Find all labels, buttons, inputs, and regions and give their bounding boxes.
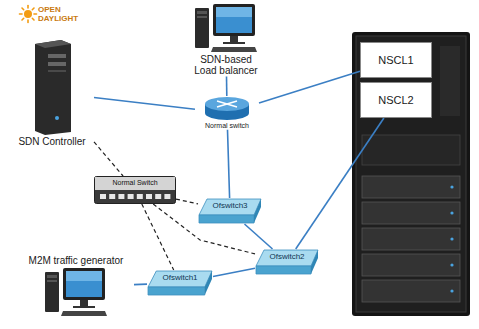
controller-node: SDN Controller [10, 38, 94, 147]
computer-node: SDN-based Load balancer [170, 2, 282, 76]
node-label: Ofswitch1 [162, 274, 197, 283]
server-tower-icon [31, 38, 73, 136]
node-label: SDN Controller [18, 136, 85, 147]
node-label: Normal switch [205, 122, 249, 130]
node-label: Normal Switch [112, 179, 157, 187]
router-node: Normal switch [195, 96, 259, 130]
nscl-box: NSCL1 [360, 42, 432, 78]
control-link [94, 142, 123, 176]
data-link [228, 130, 230, 198]
node-label: Ofswitch2 [269, 253, 304, 262]
router-icon [203, 96, 251, 122]
data-link [226, 76, 228, 96]
node-label: SDN-based Load balancer [191, 54, 261, 76]
computer-icon [43, 266, 109, 318]
data-link [213, 268, 255, 276]
openflow-switch: Ofswitch1 [147, 270, 213, 296]
data-link [245, 224, 273, 249]
data-link [94, 98, 195, 110]
node-label: NSCL1 [378, 54, 413, 66]
hub-switch: Normal Switch [94, 176, 176, 204]
data-link [259, 71, 360, 103]
node-label: Ofswitch3 [212, 202, 247, 211]
computer-icon [193, 2, 259, 54]
node-label: NSCL2 [378, 94, 413, 106]
openflow-switch: Ofswitch2 [255, 249, 319, 275]
nscl-box: NSCL2 [360, 82, 432, 118]
node-label: M2M traffic generator [29, 255, 124, 266]
data-link [296, 118, 384, 249]
openflow-switch: Ofswitch3 [198, 198, 262, 224]
logo-text: OPEN DAYLIGHT [38, 6, 90, 24]
control-link [142, 204, 174, 270]
data-link [134, 283, 147, 285]
control-link [176, 199, 198, 204]
computer-node: M2M traffic generator [18, 255, 134, 318]
